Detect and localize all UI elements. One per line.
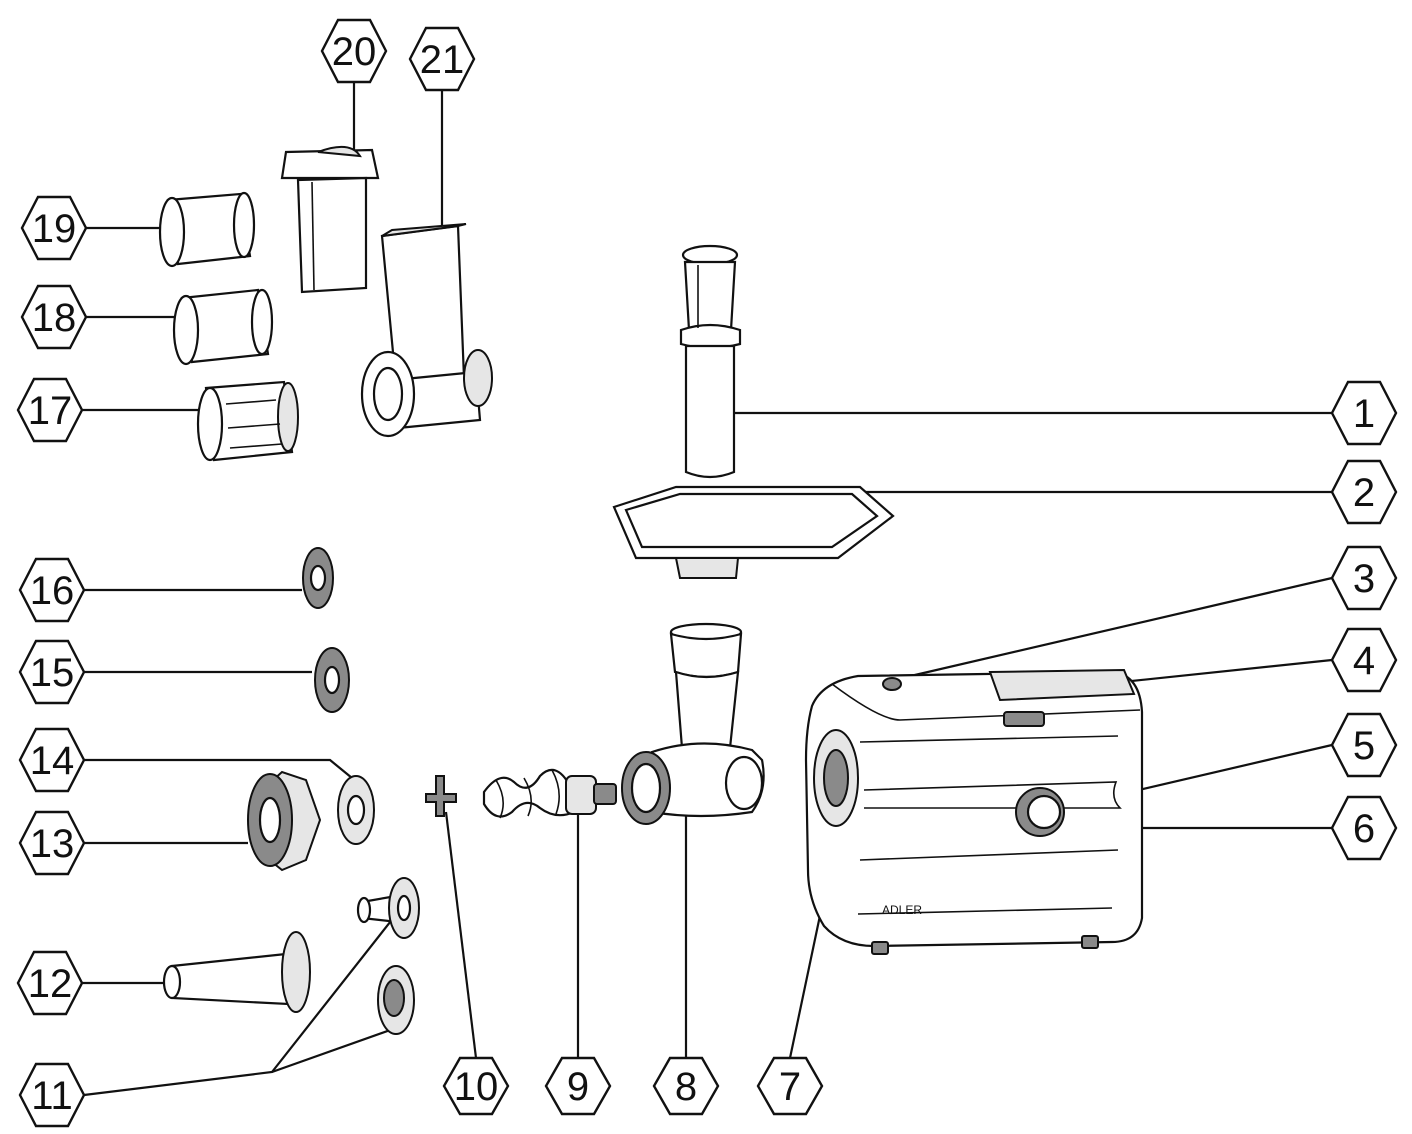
part-21-slicer-housing	[360, 223, 493, 438]
callout-14: 14	[18, 727, 86, 793]
part-10-knife	[425, 775, 457, 817]
svg-text:14: 14	[30, 739, 75, 783]
callout-9: 9	[544, 1056, 612, 1116]
svg-text:3: 3	[1353, 557, 1375, 601]
svg-text:10: 10	[454, 1065, 499, 1109]
callouts: 1 2 3 4 5 6 7 8	[16, 18, 1398, 1128]
svg-text:4: 4	[1353, 639, 1375, 683]
part-16-plate	[302, 547, 334, 609]
leader-11b	[271, 1026, 397, 1074]
leader-10	[444, 811, 478, 1059]
callout-15: 15	[18, 639, 86, 705]
part-13-ring-nut	[247, 770, 322, 872]
callout-5: 5	[1330, 712, 1398, 778]
callout-12: 12	[16, 950, 84, 1016]
svg-text:20: 20	[332, 30, 377, 74]
leader-lines	[82, 82, 1333, 1097]
svg-text:11: 11	[31, 1074, 73, 1118]
part-14-plate	[337, 775, 375, 845]
svg-text:5: 5	[1353, 724, 1375, 768]
leader-11a	[83, 911, 399, 1097]
part-8-mincing-head	[621, 622, 765, 825]
callout-7: 7	[756, 1056, 824, 1116]
svg-text:9: 9	[567, 1065, 589, 1109]
part-15-plate	[314, 647, 350, 713]
callout-17: 17	[16, 377, 84, 443]
svg-text:7: 7	[779, 1065, 801, 1109]
callout-10: 10	[442, 1056, 510, 1116]
part-20-container	[280, 145, 380, 294]
callout-19: 19	[20, 195, 88, 261]
svg-text:12: 12	[28, 962, 73, 1006]
svg-text:8: 8	[675, 1065, 697, 1109]
svg-text:18: 18	[32, 296, 77, 340]
leader-4	[1121, 658, 1333, 684]
part-18-drum	[172, 288, 274, 366]
part-17-drum	[196, 380, 299, 462]
svg-text:13: 13	[30, 822, 75, 866]
part-12-sausage-tube	[162, 931, 311, 1013]
part-1-pusher	[679, 244, 742, 479]
callout-1: 1	[1330, 380, 1398, 446]
svg-text:15: 15	[30, 651, 75, 695]
leader-3	[901, 576, 1333, 680]
callout-3: 3	[1330, 545, 1398, 611]
callout-11: 11	[18, 1062, 86, 1128]
part-19-drum	[158, 191, 256, 268]
svg-text:2: 2	[1353, 471, 1375, 515]
motor-body: ADLER	[804, 668, 1144, 955]
svg-text:16: 16	[30, 569, 75, 613]
callout-2: 2	[1330, 459, 1398, 525]
leader-14	[84, 758, 353, 779]
callout-20: 20	[320, 18, 388, 84]
callout-21: 21	[408, 26, 476, 92]
part-2-tray	[612, 485, 895, 579]
callout-16: 16	[18, 557, 86, 623]
svg-text:1: 1	[1353, 392, 1375, 436]
callout-18: 18	[20, 284, 88, 350]
callout-13: 13	[18, 810, 86, 876]
brand-label: ADLER	[882, 903, 922, 917]
svg-text:6: 6	[1353, 807, 1375, 851]
callout-8: 8	[652, 1056, 720, 1116]
svg-text:21: 21	[420, 38, 465, 82]
callout-6: 6	[1330, 795, 1398, 861]
svg-text:19: 19	[32, 207, 77, 251]
svg-text:17: 17	[28, 389, 73, 433]
callout-4: 4	[1330, 627, 1398, 693]
part-9-auger	[482, 768, 617, 819]
part-11-adapters	[356, 877, 420, 1035]
